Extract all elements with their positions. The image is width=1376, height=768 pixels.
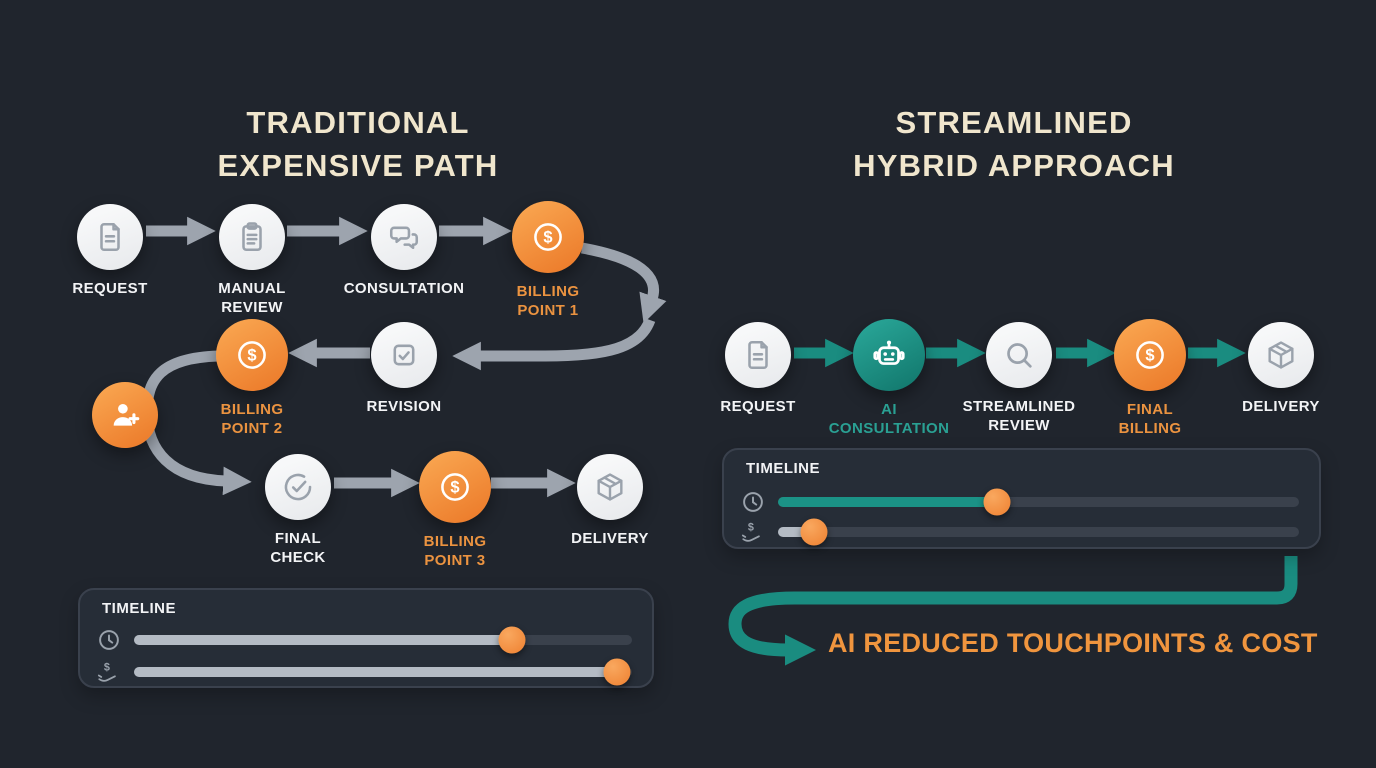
final-billing-circle: $ bbox=[1114, 319, 1186, 391]
node-manual-review: MANUAL REVIEW bbox=[186, 204, 318, 317]
node-label: FINAL BILLING bbox=[1118, 401, 1182, 437]
check-circle-icon bbox=[284, 473, 312, 501]
node-label: STREAMLINED REVIEW bbox=[962, 398, 1076, 434]
delivery-circle bbox=[1248, 322, 1314, 388]
delivery-circle bbox=[577, 454, 643, 520]
node-label: AI CONSULTATION bbox=[828, 401, 950, 437]
billing-point-1-circle: $ bbox=[512, 201, 584, 273]
node-final-billing: $ FINAL BILLING bbox=[1084, 319, 1216, 438]
right-panel-title: STREAMLINED HYBRID APPROACH bbox=[853, 104, 1175, 183]
left-panel-title: TRADITIONAL EXPENSIVE PATH bbox=[217, 104, 499, 183]
time-slider-fill bbox=[778, 497, 997, 507]
clipboard-icon bbox=[242, 222, 262, 252]
dollar-coin-icon: $ bbox=[534, 223, 562, 251]
time-slider-track bbox=[778, 488, 1299, 516]
cost-slider-fill bbox=[134, 667, 618, 677]
callout-text: AI REDUCED TOUCHPOINTS & COST bbox=[828, 628, 1318, 658]
svg-text:$: $ bbox=[543, 229, 552, 247]
time-slider-row bbox=[740, 488, 1299, 516]
node-label: REQUEST bbox=[72, 280, 148, 297]
node-billing-point-2: $ BILLING POINT 2 bbox=[186, 319, 318, 438]
node-extra-person bbox=[92, 382, 158, 448]
svg-text:$: $ bbox=[1145, 347, 1154, 365]
check-square-icon bbox=[393, 344, 415, 366]
billing-point-2-circle: $ bbox=[216, 319, 288, 391]
traditional-timeline-panel: TIMELINE $ bbox=[78, 588, 654, 688]
ai-consultation-circle bbox=[853, 319, 925, 391]
dollar-coin-icon: $ bbox=[1136, 341, 1164, 369]
time-slider-knob bbox=[498, 626, 526, 654]
node-label: BILLING POINT 2 bbox=[220, 401, 284, 437]
hybrid-timeline-panel: TIMELINE $ bbox=[722, 448, 1321, 549]
billing-point-3-circle: $ bbox=[419, 451, 491, 523]
dollar-coin-icon: $ bbox=[441, 473, 469, 501]
node-label: FINAL CHECK bbox=[270, 530, 326, 566]
magnifier-icon bbox=[1007, 343, 1032, 368]
request-circle bbox=[77, 204, 143, 270]
package-icon bbox=[1268, 341, 1294, 369]
node-streamlined-review: STREAMLINED REVIEW bbox=[953, 322, 1085, 435]
time-slider-fill bbox=[134, 635, 513, 645]
clock-icon bbox=[740, 489, 766, 515]
svg-text:$: $ bbox=[450, 479, 459, 497]
curve-down-to-revision bbox=[452, 317, 656, 371]
chat-bubbles-icon bbox=[389, 226, 419, 250]
callout-arrow bbox=[728, 556, 1298, 666]
hand-dollar-icon: $ bbox=[740, 519, 766, 545]
node-label: REVISION bbox=[366, 398, 442, 415]
cost-slider-knob bbox=[603, 658, 631, 686]
manual-review-circle bbox=[219, 204, 285, 270]
node-delivery-hybrid: DELIVERY bbox=[1215, 322, 1347, 416]
node-delivery-traditional: DELIVERY bbox=[544, 454, 676, 548]
consultation-circle bbox=[371, 204, 437, 270]
node-label: BILLING POINT 1 bbox=[516, 283, 580, 319]
node-consultation: CONSULTATION bbox=[338, 204, 470, 298]
extra-person-circle bbox=[92, 382, 158, 448]
document-icon bbox=[748, 340, 768, 370]
node-final-check: FINAL CHECK bbox=[232, 454, 364, 567]
node-request-hybrid: REQUEST bbox=[692, 322, 824, 416]
timeline-title: TIMELINE bbox=[102, 600, 176, 617]
svg-text:$: $ bbox=[104, 661, 110, 673]
curve-billing1-down bbox=[581, 242, 667, 324]
node-label: DELIVERY bbox=[1242, 398, 1320, 415]
node-label: CONSULTATION bbox=[343, 280, 465, 297]
svg-text:$: $ bbox=[247, 347, 256, 365]
node-billing-point-1: $ BILLING POINT 1 bbox=[482, 201, 614, 320]
node-label: DELIVERY bbox=[571, 530, 649, 547]
node-request-traditional: REQUEST bbox=[44, 204, 176, 298]
robot-icon bbox=[873, 340, 905, 365]
timeline-title: TIMELINE bbox=[746, 460, 820, 477]
revision-circle bbox=[371, 322, 437, 388]
time-slider-row bbox=[96, 626, 632, 654]
document-icon bbox=[100, 222, 120, 252]
node-revision: REVISION bbox=[338, 322, 470, 416]
final-check-circle bbox=[265, 454, 331, 520]
request-circle bbox=[725, 322, 791, 388]
user-plus-icon bbox=[113, 403, 140, 426]
time-slider-knob bbox=[983, 488, 1011, 516]
cost-slider-track bbox=[134, 658, 632, 686]
cost-slider-track bbox=[778, 518, 1299, 546]
time-slider-track bbox=[134, 626, 632, 654]
node-ai-consultation: AI CONSULTATION bbox=[823, 319, 955, 438]
dollar-coin-icon: $ bbox=[238, 341, 266, 369]
cost-slider-row: $ bbox=[96, 658, 632, 686]
node-label: BILLING POINT 3 bbox=[423, 533, 487, 569]
node-label: MANUAL REVIEW bbox=[218, 280, 286, 316]
streamlined-review-circle bbox=[986, 322, 1052, 388]
clock-icon bbox=[96, 627, 122, 653]
hand-dollar-icon: $ bbox=[96, 659, 122, 685]
package-icon bbox=[597, 473, 623, 501]
cost-slider-fill bbox=[778, 527, 815, 537]
cost-slider-row: $ bbox=[740, 518, 1299, 546]
node-label: REQUEST bbox=[720, 398, 796, 415]
cost-slider-knob bbox=[800, 518, 828, 546]
svg-text:$: $ bbox=[748, 521, 754, 533]
node-billing-point-3: $ BILLING POINT 3 bbox=[389, 451, 521, 570]
